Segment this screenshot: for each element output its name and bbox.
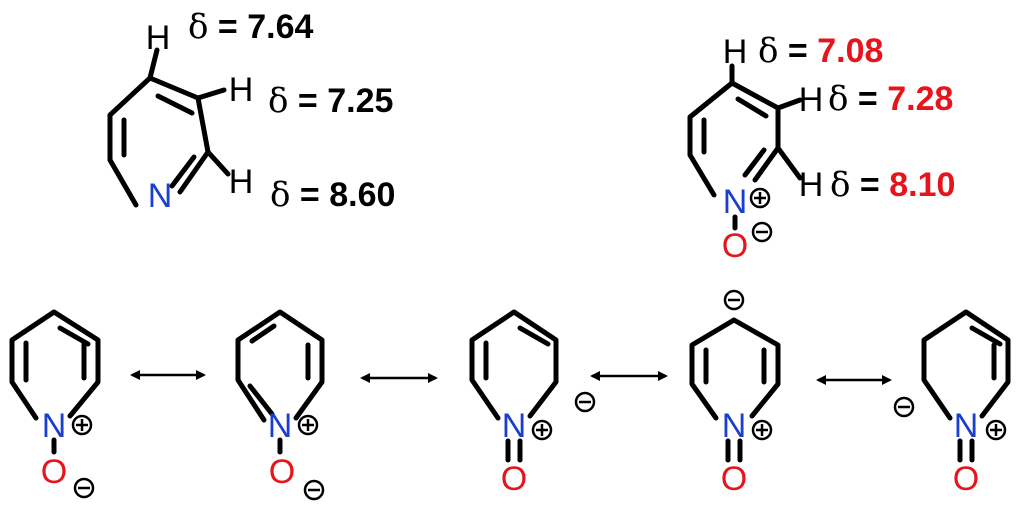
hydrogen-h3: H	[229, 71, 254, 109]
nitrogen-atom: N	[722, 407, 747, 445]
oxygen-atom: O	[722, 227, 748, 265]
negative-charge-icon	[723, 289, 745, 311]
nitrogen-atom: N	[502, 407, 527, 445]
hydrogen-h2: H	[799, 166, 824, 204]
negative-charge-icon	[751, 221, 773, 243]
positive-charge-icon	[531, 419, 553, 441]
negative-charge-icon	[303, 479, 325, 501]
pyridine-shift-h2: δ = 8.60	[270, 175, 395, 215]
n-oxide-shift-h4: δ = 7.08	[758, 31, 883, 71]
positive-charge-icon	[297, 414, 319, 436]
nitrogen-atom: N	[42, 407, 67, 445]
oxygen-atom: O	[41, 453, 67, 491]
n-oxide-shift-h2: δ = 8.10	[830, 165, 955, 205]
oxygen-atom: O	[721, 460, 747, 498]
pyridine-n-oxide-molecule: N O H H H	[687, 33, 824, 265]
positive-charge-icon	[985, 419, 1007, 441]
positive-charge-icon	[71, 414, 93, 436]
positive-charge-icon	[749, 187, 771, 209]
resonance-structure-1: N O	[9, 309, 101, 499]
hydrogen-h3: H	[799, 81, 824, 119]
n-oxide-shift-h3: δ = 7.28	[828, 79, 953, 119]
pyridine-shift-h3: δ = 7.25	[268, 81, 393, 121]
positive-charge-icon	[751, 419, 773, 441]
negative-charge-icon	[574, 391, 596, 413]
negative-charge-icon	[73, 477, 95, 499]
negative-charge-icon	[893, 396, 915, 418]
hydrogen-h4: H	[723, 33, 748, 71]
nitrogen-atom: N	[954, 407, 979, 445]
oxygen-atom: O	[269, 453, 295, 491]
resonance-structure-2: N O	[235, 309, 325, 501]
hydrogen-h2: H	[229, 163, 254, 201]
resonance-structure-4: N O	[689, 289, 781, 498]
resonance-structure-5: N O	[893, 309, 1011, 498]
nitrogen-atom: N	[148, 177, 173, 215]
oxygen-atom: O	[501, 460, 527, 498]
nitrogen-atom: N	[268, 407, 293, 445]
resonance-structure-3: N O	[469, 309, 596, 498]
oxygen-atom: O	[953, 460, 979, 498]
nitrogen-atom: N	[723, 183, 748, 221]
hydrogen-h4: H	[146, 19, 171, 57]
pyridine-shift-h4: δ = 7.64	[188, 7, 313, 47]
pyridine-molecule: N H H H	[107, 19, 254, 215]
